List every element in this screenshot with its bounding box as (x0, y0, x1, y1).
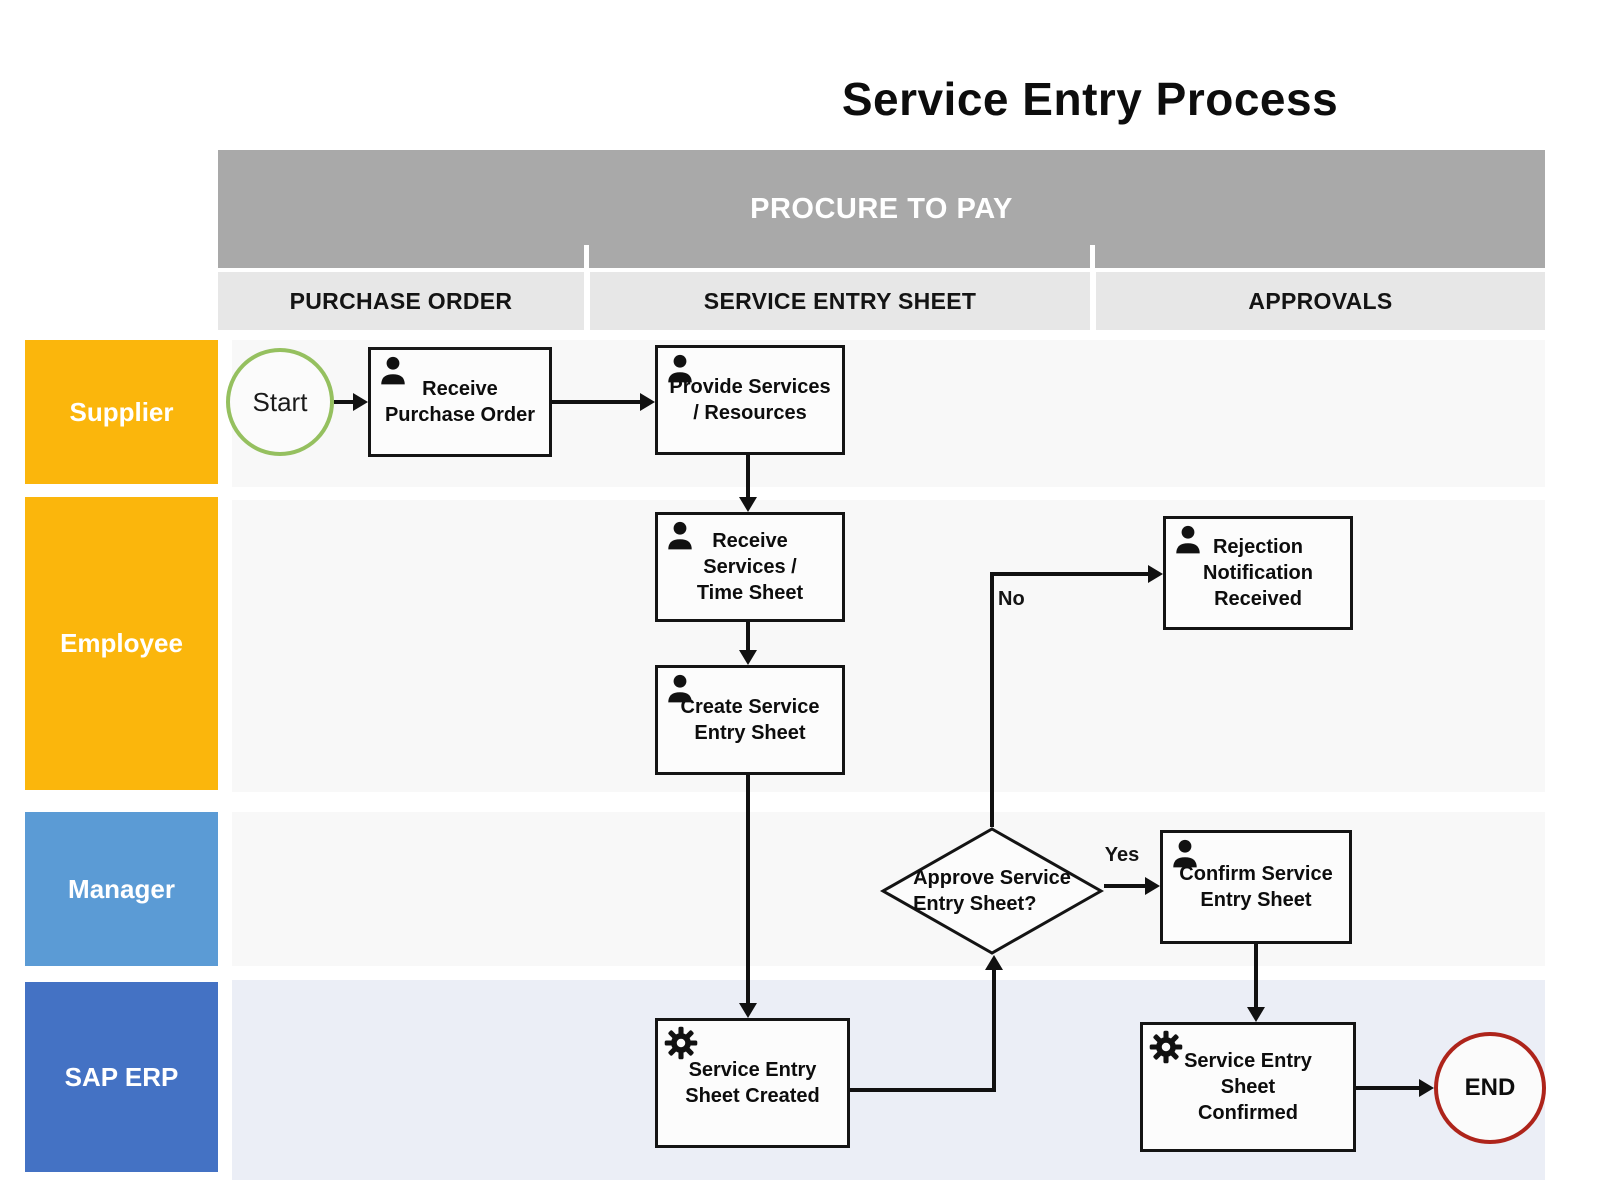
connector-create-ses-to-ses-created (746, 775, 750, 1005)
connector-ses-confirmed-to-end (1356, 1086, 1419, 1090)
column-header-service-entry-sheet: SERVICE ENTRY SHEET (590, 272, 1090, 330)
task-confirm-service-entry-sheet: Confirm Service Entry Sheet (1160, 830, 1352, 944)
arrowhead (353, 393, 368, 411)
task-label: Provide Services / Resources (669, 376, 831, 424)
task-receive-purchase-order: Receive Purchase Order (368, 347, 552, 457)
task-rejection-notification-received: Rejection Notification Received (1163, 516, 1353, 630)
connector-decision-no-to-rejection (990, 572, 1148, 576)
task-label: Receive Purchase Order (384, 378, 536, 426)
person-icon (1169, 838, 1201, 870)
connector-confirm-to-ses-confirmed (1254, 944, 1258, 1008)
connector-receive-po-to-provide-services (552, 400, 640, 404)
start-node: Start (226, 348, 334, 456)
system-service-entry-sheet-confirmed: Service Entry Sheet Confirmed (1140, 1022, 1356, 1152)
task-label: Rejection Notification Received (1203, 536, 1313, 610)
connector-ses-created-to-decision (848, 1088, 996, 1092)
column-divider (1090, 245, 1095, 268)
system-task-label: Service Entry Sheet Confirmed (1184, 1050, 1312, 1124)
task-provide-services-resources: Provide Services / Resources (655, 345, 845, 455)
arrowhead (1145, 877, 1160, 895)
edge-label-no: No (998, 588, 1025, 610)
connector-decision-yes-to-confirm (1104, 884, 1145, 888)
connector-receive-services-to-create-ses (746, 622, 750, 652)
gear-icon (1149, 1030, 1183, 1064)
edge-label-yes: Yes (1104, 844, 1140, 866)
decision-approve-service-entry-sheet: Approve Service Entry Sheet? (880, 827, 1104, 955)
person-icon (377, 355, 409, 387)
arrowhead (985, 955, 1003, 970)
arrowhead (1247, 1007, 1265, 1022)
arrowhead (739, 650, 757, 665)
start-node-label: Start (252, 386, 308, 417)
system-task-label: Service Entry Sheet Created (685, 1059, 820, 1107)
end-node: END (1434, 1032, 1546, 1144)
task-label: Create Service Entry Sheet (680, 696, 820, 744)
person-icon (1172, 524, 1204, 556)
lane-label-sap-erp: SAP ERP (25, 982, 218, 1172)
process-band: PROCURE TO PAY (218, 150, 1545, 268)
column-header-purchase-order: PURCHASE ORDER (218, 272, 584, 330)
column-header-row: PURCHASE ORDER SERVICE ENTRY SHEET APPRO… (218, 272, 1545, 330)
arrowhead (640, 393, 655, 411)
person-icon (664, 520, 696, 552)
column-divider (584, 245, 589, 268)
decision-label: Approve Service Entry Sheet? (913, 867, 1071, 915)
lane-label-employee: Employee (25, 497, 218, 790)
column-header-approvals: APPROVALS (1096, 272, 1545, 330)
task-receive-services-time-sheet: Receive Services / Time Sheet (655, 512, 845, 622)
arrowhead (1419, 1079, 1434, 1097)
system-service-entry-sheet-created: Service Entry Sheet Created (655, 1018, 850, 1148)
arrowhead (739, 1003, 757, 1018)
connector-start-to-receive-po (334, 400, 353, 404)
lane-label-manager: Manager (25, 812, 218, 966)
lane-label-supplier: Supplier (25, 340, 218, 484)
person-icon (664, 353, 696, 385)
arrowhead (739, 497, 757, 512)
task-create-service-entry-sheet: Create Service Entry Sheet (655, 665, 845, 775)
page-title: Service Entry Process (841, 73, 1339, 125)
connector-decision-no-to-rejection (990, 576, 994, 827)
diamond-shape (880, 827, 1104, 955)
process-band-label: PROCURE TO PAY (750, 192, 1013, 225)
person-icon (664, 673, 696, 705)
gear-icon (664, 1026, 698, 1060)
connector-ses-created-to-decision (992, 970, 996, 1092)
connector-provide-to-receive-services (746, 455, 750, 499)
task-label: Receive Services / Time Sheet (696, 530, 804, 604)
end-node-label: END (1464, 1074, 1516, 1101)
task-label: Confirm Service Entry Sheet (1179, 863, 1333, 911)
arrowhead (1148, 565, 1163, 583)
